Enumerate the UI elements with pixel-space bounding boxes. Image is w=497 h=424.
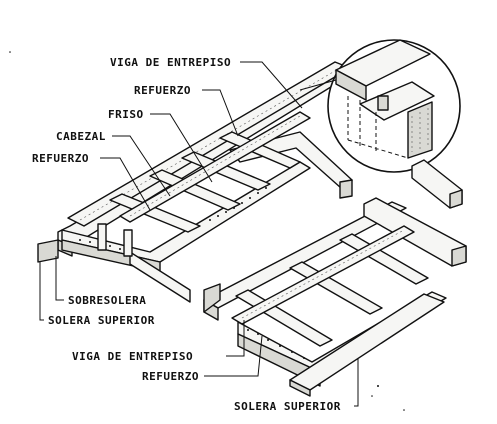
detail-connector bbox=[299, 79, 337, 91]
leader-refuerzo-top bbox=[202, 89, 239, 137]
lower-joist-3 bbox=[339, 233, 429, 285]
upper-stud-a bbox=[97, 223, 107, 251]
upper-cross-member-2 bbox=[149, 169, 241, 211]
upper-nails bbox=[79, 187, 267, 250]
label-solera-superior-left: SOLERA SUPERIOR bbox=[48, 314, 155, 327]
leader-solera-left bbox=[39, 262, 44, 321]
detail-hidden-lines bbox=[347, 96, 409, 159]
label-refuerzo-top: REFUERZO bbox=[134, 84, 191, 97]
lower-top-joist-end bbox=[451, 245, 467, 267]
upper-cross-member-4 bbox=[219, 131, 301, 169]
lower-front-rim-face bbox=[237, 333, 321, 387]
scan-specks bbox=[9, 51, 405, 411]
leader-cabezal bbox=[112, 135, 171, 197]
leader-solera-bottom bbox=[354, 358, 359, 407]
leader-viga-top bbox=[240, 61, 303, 109]
label-cabezal: CABEZAL bbox=[56, 130, 106, 143]
detail-extension-end bbox=[449, 189, 463, 209]
detail-block bbox=[377, 95, 389, 111]
upper-friso-beam bbox=[119, 111, 311, 223]
label-refuerzo-bottom: REFUERZO bbox=[142, 370, 199, 383]
upper-wall-frame bbox=[37, 59, 363, 303]
upper-left-beam-end bbox=[37, 239, 59, 263]
upper-cross-member-3 bbox=[181, 151, 271, 191]
upper-right-joist-end bbox=[339, 179, 353, 199]
upper-cross-member-1 bbox=[109, 193, 201, 233]
label-solera-superior-bottom: SOLERA SUPERIOR bbox=[234, 400, 341, 413]
upper-bottom-joist bbox=[129, 251, 191, 303]
lower-bottom-plate-face bbox=[289, 379, 311, 397]
leader-friso bbox=[150, 113, 213, 183]
upper-stud-b bbox=[123, 229, 133, 257]
lower-nails bbox=[247, 329, 305, 359]
lower-left-end bbox=[203, 283, 221, 313]
leader-sobresolera bbox=[55, 256, 64, 301]
lower-floor-frame bbox=[203, 197, 467, 397]
label-viga-entrepiso-top: VIGA DE ENTREPISO bbox=[110, 56, 231, 69]
leader-refuerzo-left bbox=[100, 157, 151, 211]
detail-top-beam-face bbox=[335, 69, 367, 101]
detail-magnifier bbox=[299, 39, 461, 173]
label-refuerzo-left: REFUERZO bbox=[32, 152, 89, 165]
leader-refuerzo-bottom bbox=[204, 335, 263, 377]
label-viga-entrepiso-bottom: VIGA DE ENTREPISO bbox=[72, 350, 193, 363]
detail-joist-end bbox=[407, 101, 433, 159]
leader-lines bbox=[39, 61, 359, 407]
label-sobresolera: SOBRESOLERA bbox=[68, 294, 146, 307]
label-friso: FRISO bbox=[108, 108, 144, 121]
leader-viga-bottom bbox=[226, 320, 245, 357]
